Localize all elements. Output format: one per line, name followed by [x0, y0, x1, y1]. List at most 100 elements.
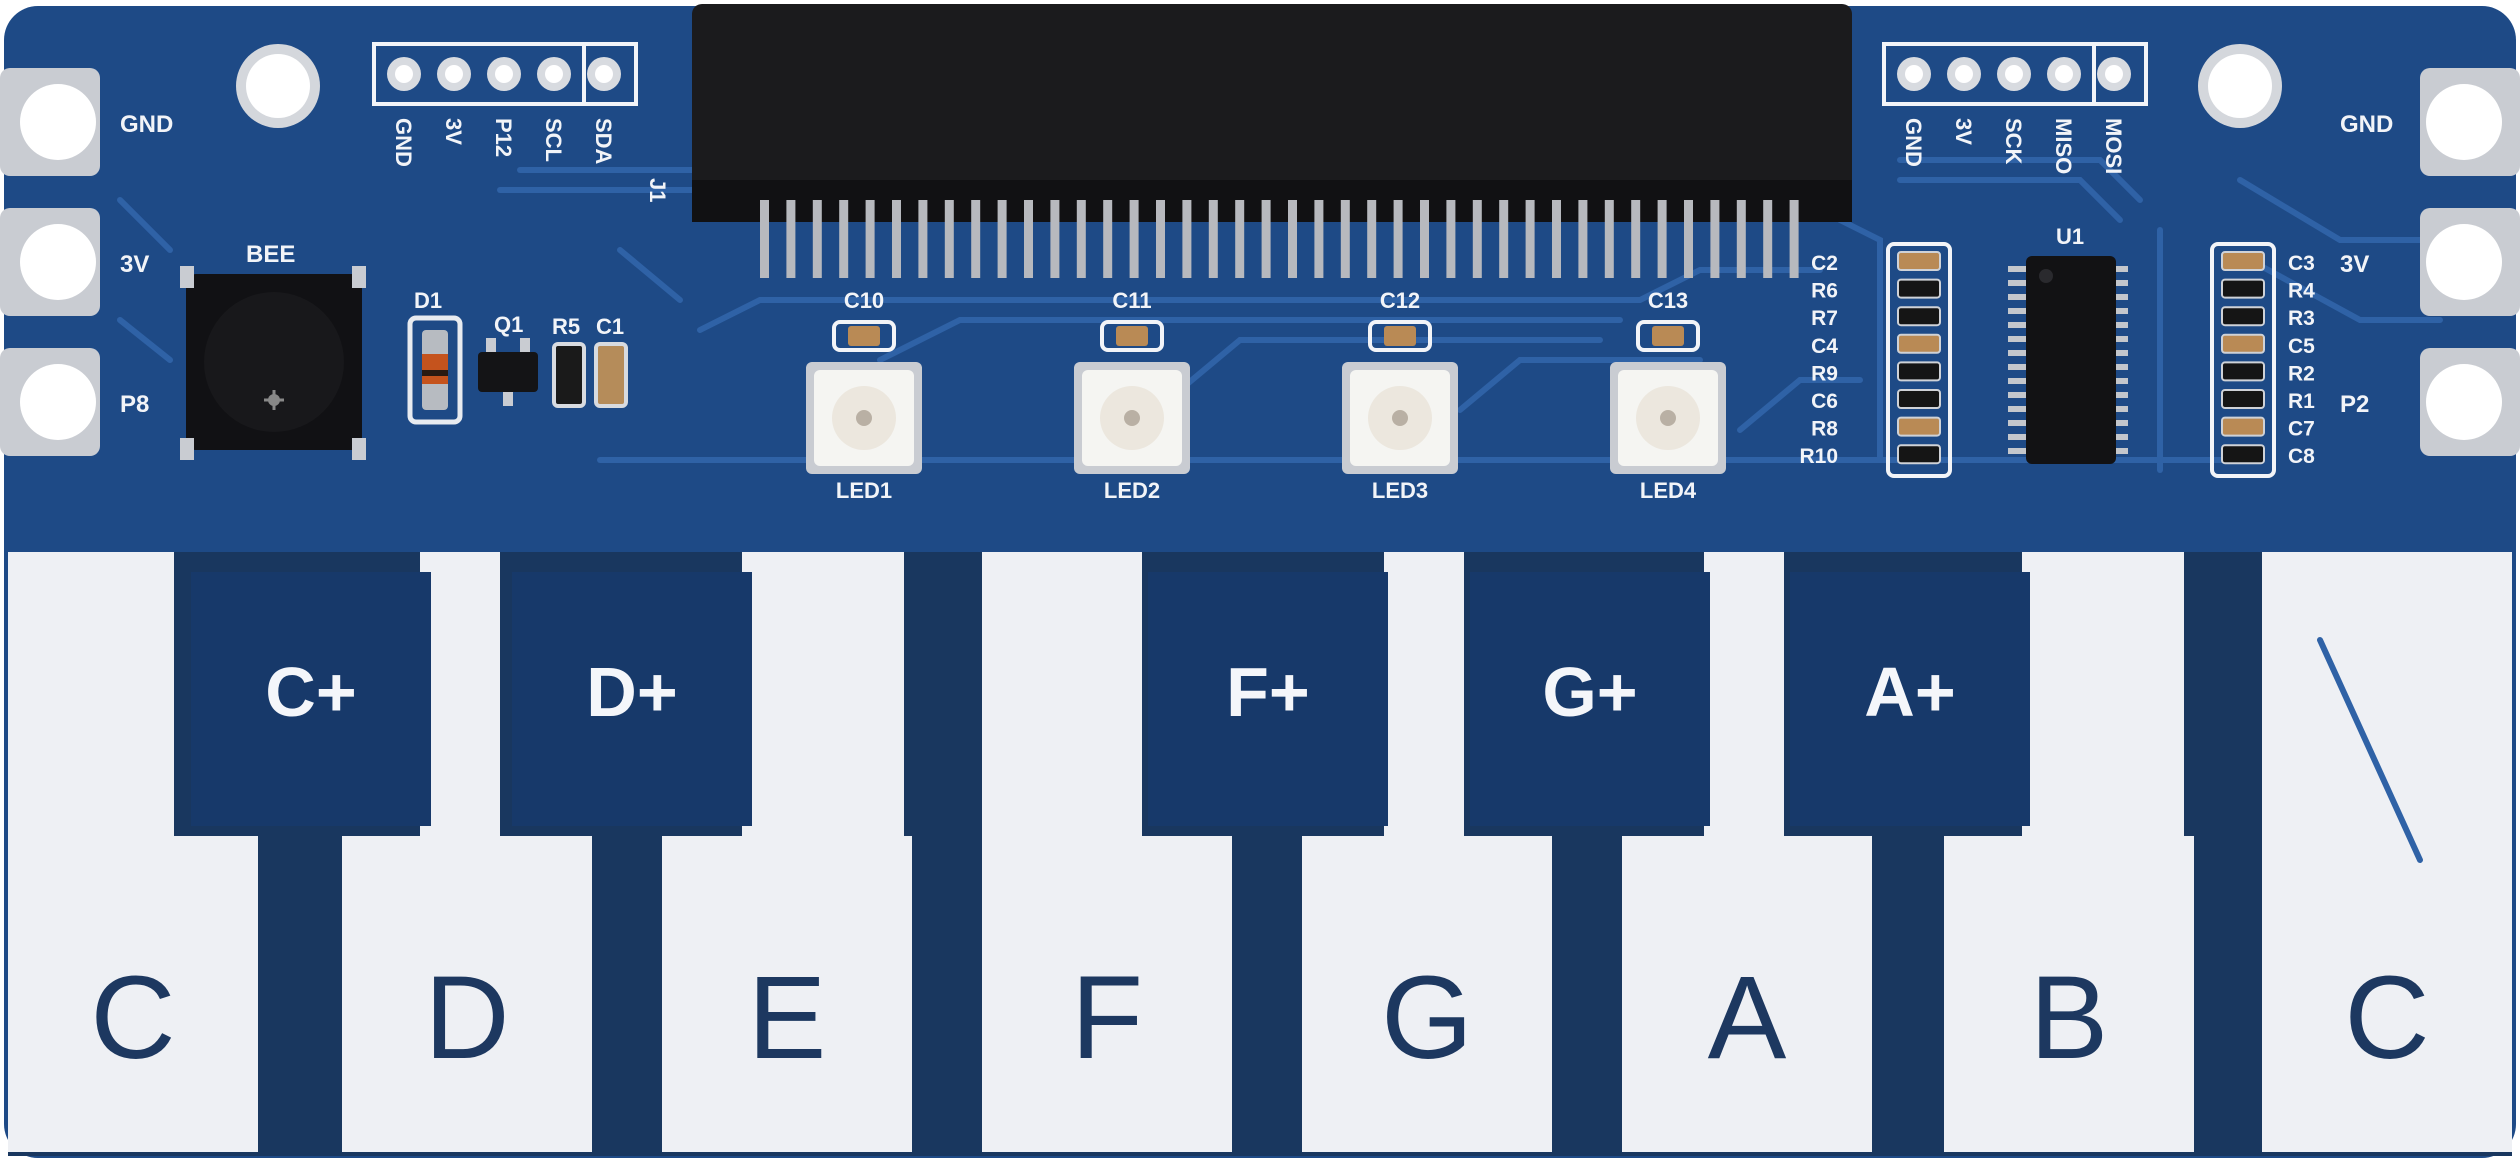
connector-pin: [971, 200, 981, 278]
buzzer: [180, 266, 366, 460]
edge-left-label: P8: [120, 391, 149, 418]
white-key-upper: [982, 552, 1142, 852]
white-key-label: E: [748, 952, 827, 1084]
header-pin-label: 3V: [1951, 118, 1976, 145]
led-label: LED3: [1372, 478, 1428, 503]
connector-pin: [1314, 200, 1324, 278]
smd-part: [1897, 444, 1941, 465]
connector-pin: [786, 200, 796, 278]
resistor-label: R5: [552, 314, 580, 339]
smd-part: [1897, 333, 1941, 354]
header-pin-label: 3V: [441, 118, 466, 145]
white-key[interactable]: [662, 836, 912, 1152]
white-key[interactable]: [1622, 836, 1872, 1152]
edge-connector: [692, 4, 1852, 278]
led-die: [1660, 410, 1676, 426]
connector-pin: [944, 200, 954, 278]
sharp-key-label: D+: [586, 653, 677, 731]
led-cap-label: C10: [844, 288, 884, 313]
connector-pin: [1736, 200, 1746, 278]
smd-part: [1897, 306, 1941, 327]
connector-pin: [1367, 200, 1377, 278]
smd-label: R7: [1811, 307, 1838, 330]
smd-label: R3: [2288, 307, 2315, 330]
mounting-hole-icon: [20, 84, 96, 160]
sharp-key[interactable]: [1148, 572, 1388, 826]
header-pin-hole: [2105, 65, 2123, 83]
connector-pin: [1684, 200, 1693, 278]
header-pin-hole: [1955, 65, 1973, 83]
led-cap: [1116, 326, 1148, 346]
transistor-q1: [478, 338, 538, 406]
sharp-key[interactable]: [191, 572, 431, 826]
buzzer-label: BEE: [246, 241, 295, 268]
smd-part: [1897, 389, 1941, 409]
capacitor-c1: [594, 342, 628, 408]
smd-label: R1: [2288, 390, 2315, 413]
mounting-hole-icon: [2426, 364, 2502, 440]
connector-pin: [1103, 200, 1113, 278]
connector-pin: [1076, 200, 1086, 278]
connector-pin: [918, 200, 928, 278]
smd-label: C6: [1811, 390, 1838, 413]
sharp-key[interactable]: [512, 572, 752, 826]
smd-label: C8: [2288, 445, 2315, 468]
capacitor-label: C1: [596, 314, 624, 339]
smd-label: C4: [1811, 335, 1838, 358]
smd-part: [2221, 333, 2265, 354]
white-key-label: F: [1071, 952, 1143, 1084]
header-pin-hole: [495, 65, 513, 83]
white-key-label: G: [1381, 952, 1473, 1084]
sharp-key[interactable]: [1470, 572, 1710, 826]
header-pin-hole: [445, 65, 463, 83]
led-cap: [1652, 326, 1684, 346]
header-pin-label: MISO: [2051, 118, 2076, 174]
connector-pin: [1340, 200, 1350, 278]
white-key[interactable]: [982, 836, 1232, 1152]
edge-left-label: 3V: [120, 251, 149, 278]
edge-right-label: P2: [2340, 391, 2369, 418]
smd-label: R6: [1811, 280, 1838, 303]
white-key-upper: [8, 552, 174, 852]
connector-pin: [812, 200, 822, 278]
connector-pin: [1499, 200, 1509, 278]
white-key[interactable]: [1302, 836, 1552, 1152]
connector-pin: [839, 200, 849, 278]
smd-label: R8: [1811, 418, 1838, 441]
white-key[interactable]: [8, 836, 258, 1152]
sharp-key-label: A+: [1864, 653, 1955, 731]
led-cap-outline: [1100, 320, 1164, 352]
smd-part: [2221, 389, 2265, 409]
connector-pin: [1657, 200, 1667, 278]
connector-pin: [1393, 200, 1403, 278]
smd-label: R4: [2288, 280, 2315, 303]
edge-right-label: GND: [2340, 111, 2393, 138]
led-label: LED2: [1104, 478, 1160, 503]
header-pin-label: SDA: [591, 118, 616, 165]
resistor-r5: [552, 342, 586, 408]
white-key-upper: [1704, 552, 1784, 852]
led-cap: [1384, 326, 1416, 346]
connector-pin: [1552, 200, 1561, 278]
white-key[interactable]: [1944, 836, 2194, 1152]
connector-pin: [1129, 200, 1139, 278]
smd-label: R9: [1811, 362, 1838, 385]
smd-label: R2: [2288, 362, 2315, 385]
white-key[interactable]: [2262, 836, 2512, 1152]
led-label: LED1: [836, 478, 892, 503]
smd-part: [2221, 361, 2265, 382]
white-key-label: A: [1708, 952, 1787, 1084]
connector-pin: [1420, 200, 1429, 278]
white-key[interactable]: [342, 836, 592, 1152]
header-pin-hole: [2055, 65, 2073, 83]
connector-pin: [760, 200, 769, 278]
header-pin-hole: [595, 65, 613, 83]
connector-pin: [1261, 200, 1271, 278]
sharp-key[interactable]: [1790, 572, 2030, 826]
